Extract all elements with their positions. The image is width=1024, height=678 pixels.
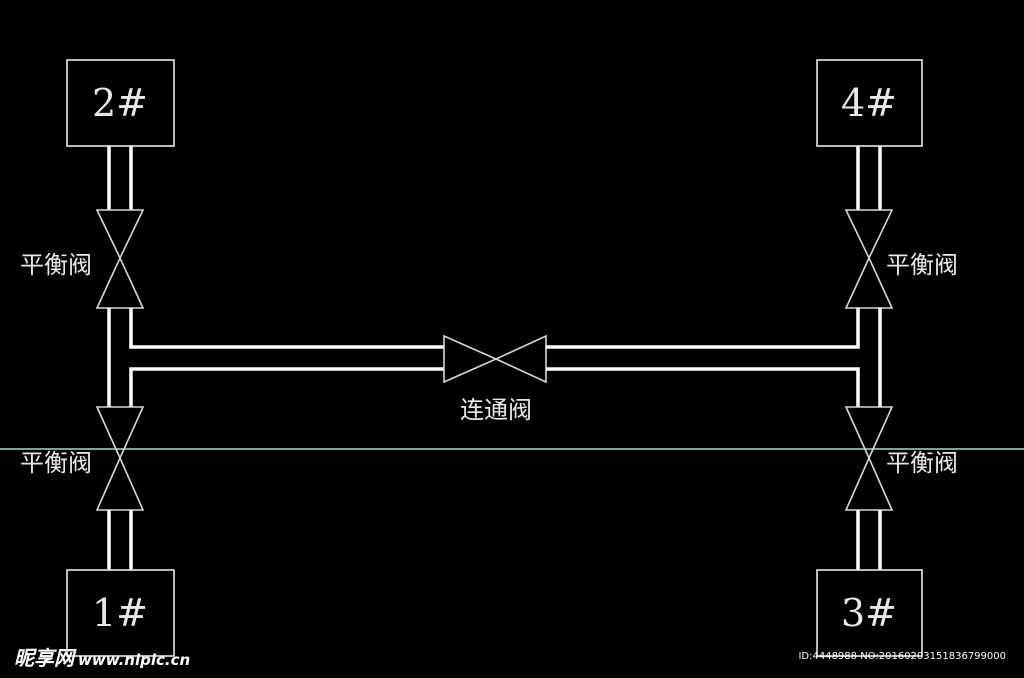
tank-4-label: 4# xyxy=(840,81,898,125)
pipe-left-top xyxy=(107,146,133,210)
tank-1-label: 1# xyxy=(91,591,149,635)
valve-bottom-left-label: 平衡阀 xyxy=(20,449,92,477)
valve-bottom-right[interactable] xyxy=(844,406,894,511)
valve-bottom-right-label: 平衡阀 xyxy=(886,449,958,477)
tank-4-box[interactable] xyxy=(816,59,923,147)
tank-1-box[interactable] xyxy=(66,569,175,657)
valve-connecting[interactable] xyxy=(443,334,547,384)
tank-2-label: 2# xyxy=(91,81,149,125)
watermark-id: ID:4448988 NO:20160203151836799000 xyxy=(798,651,1006,662)
valve-top-right[interactable] xyxy=(844,209,894,309)
watermark-url: www.nipic.cn xyxy=(78,651,191,669)
valve-top-right-label: 平衡阀 xyxy=(886,251,958,279)
pipe-left-bottom xyxy=(107,510,133,570)
tank-3-box[interactable] xyxy=(816,569,923,657)
pipe-right-middle xyxy=(546,308,882,407)
watermark-logo-text: 昵享网 xyxy=(14,646,74,670)
pipe-right-top xyxy=(856,146,882,210)
valve-top-left-label: 平衡阀 xyxy=(20,251,92,279)
valve-bottom-left[interactable] xyxy=(95,406,145,511)
pipe-right-bottom xyxy=(856,510,882,570)
pipe-left-middle xyxy=(107,308,444,407)
tank-3-label: 3# xyxy=(840,591,898,635)
valve-top-left[interactable] xyxy=(95,209,145,309)
tank-2-box[interactable] xyxy=(66,59,175,147)
valve-connecting-label: 连通阀 xyxy=(460,396,532,424)
